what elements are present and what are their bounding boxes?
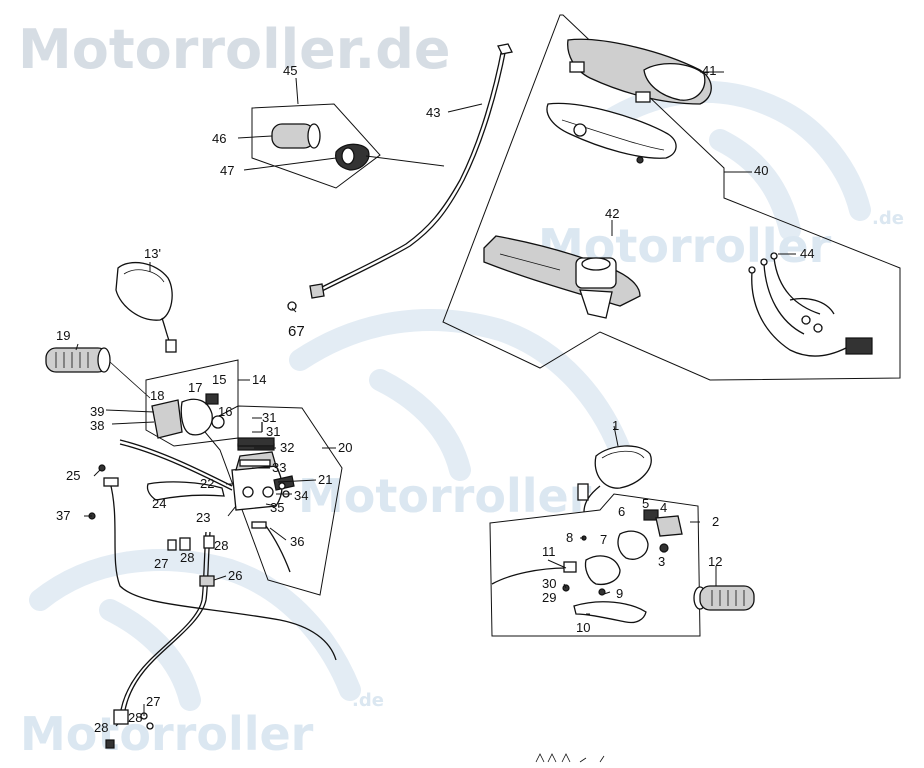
grip-left (45, 347, 111, 373)
brake-lever-left (146, 481, 225, 501)
callout-22: 22 (200, 476, 214, 491)
callout-4: 4 (660, 500, 667, 515)
part-67 (287, 301, 297, 311)
callout-38: 38 (90, 418, 104, 433)
stop-switch-36 (251, 521, 291, 573)
switch-housing-right (581, 509, 683, 586)
watermark-bottom-suffix: .de (352, 690, 384, 711)
callout-18: 18 (150, 388, 164, 403)
callout-43: 43 (426, 105, 440, 120)
callout-labels: 45 46 47 43 41 40 42 44 67 13' 19 14 15 … (56, 63, 814, 735)
callout-8: 8 (566, 530, 573, 545)
callout-14: 14 (252, 372, 266, 387)
group-outline-20 (199, 405, 343, 596)
callout-33: 33 (272, 460, 286, 475)
watermark-scooter-right (599, 80, 871, 241)
callout-34: 34 (294, 488, 308, 503)
watermark-right-suffix: .de (872, 208, 904, 229)
callout-21: 21 (318, 472, 332, 487)
callout-12: 12 (708, 554, 722, 569)
callout-31b: 31 (266, 424, 280, 439)
callout-23: 23 (196, 510, 210, 525)
callout-19: 19 (56, 328, 70, 343)
brake-hose-left (105, 531, 215, 749)
watermark-top: Motorroller.de (18, 18, 450, 81)
meter-cover-41 (567, 38, 712, 105)
callout-40: 40 (754, 163, 768, 178)
callout-25: 25 (66, 468, 80, 483)
watermark-center: Motorroller (298, 469, 592, 523)
callout-11: 11 (542, 544, 556, 559)
callout-47: 47 (220, 163, 234, 178)
cable-right-30 (491, 561, 606, 596)
callout-42: 42 (605, 206, 619, 221)
master-cylinder-left (119, 439, 295, 511)
watermark-scooter-center (289, 309, 631, 481)
meter-housing (546, 102, 677, 164)
callout-28a: 28 (214, 538, 228, 553)
bulb-socket-assembly (271, 123, 370, 171)
group-outline-45 (251, 103, 381, 189)
callout-35: 35 (270, 500, 284, 515)
callout-29: 29 (542, 590, 556, 605)
leader-lines (75, 71, 796, 727)
speedometer-cable (309, 43, 513, 299)
callout-27b: 27 (146, 694, 160, 709)
callout-24: 24 (152, 496, 166, 511)
callout-7: 7 (600, 532, 607, 547)
callout-45: 45 (283, 63, 297, 78)
callout-20: 20 (338, 440, 352, 455)
callout-28c: 28 (128, 710, 142, 725)
callout-17: 17 (188, 380, 202, 395)
callout-13: 13' (144, 246, 161, 261)
callout-27a: 27 (154, 556, 168, 571)
wiring-harness (748, 252, 873, 357)
callout-46: 46 (212, 131, 226, 146)
callout-26: 26 (228, 568, 242, 583)
watermark-scooter-bottom (29, 549, 361, 711)
group-outline-14 (145, 359, 239, 447)
callout-41: 41 (702, 63, 716, 78)
callout-28b: 28 (180, 550, 194, 565)
callout-9: 9 (616, 586, 623, 601)
switch-housing-left (109, 361, 225, 439)
reservoir-cap-parts (237, 422, 290, 498)
instrument-panel (483, 235, 641, 319)
mirror-left (115, 261, 177, 353)
callout-31a: 31 (262, 410, 276, 425)
mirror-right (577, 445, 652, 513)
callout-10: 10 (576, 620, 590, 635)
callout-30: 30 (542, 576, 556, 591)
callout-6: 6 (618, 504, 625, 519)
callout-2: 2 (712, 514, 719, 529)
callout-16: 16 (218, 404, 232, 419)
callout-36: 36 (290, 534, 304, 549)
group-outlines (145, 14, 901, 637)
hose-fittings (167, 535, 215, 551)
callout-37: 37 (56, 508, 70, 523)
callout-3: 3 (658, 554, 665, 569)
group-outline-2 (489, 493, 701, 637)
callout-39: 39 (90, 404, 104, 419)
callout-32: 32 (280, 440, 294, 455)
callout-67: 67 (288, 323, 305, 340)
watermark-layer: Motorroller.de Motorroller .de Motorroll… (18, 18, 904, 761)
callout-28d: 28 (94, 720, 108, 735)
watermark-bottom-main: Motorroller (20, 707, 314, 761)
group-outline-40 (442, 14, 901, 381)
cable-long (88, 464, 337, 661)
callout-15: 15 (212, 372, 226, 387)
callout-5: 5 (642, 496, 649, 511)
scan-marks (535, 753, 605, 763)
grip-right (693, 585, 755, 611)
callout-1: 1 (612, 418, 619, 433)
brake-lever-right (573, 601, 647, 624)
callout-44: 44 (800, 246, 814, 261)
